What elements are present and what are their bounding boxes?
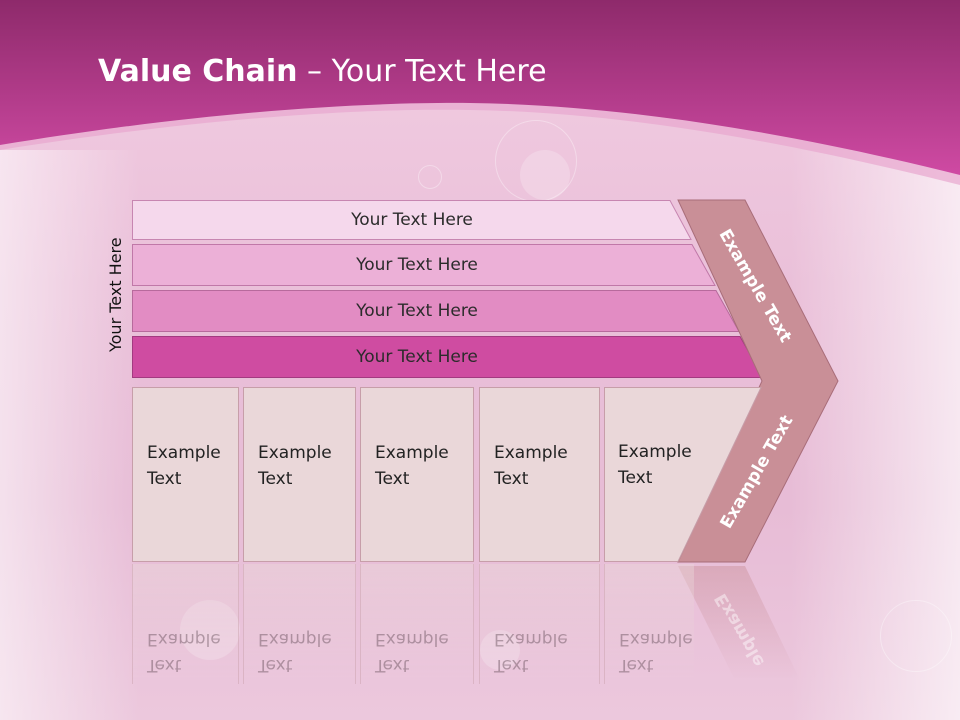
example-box-5: Example Text (604, 387, 764, 562)
bubble-decoration (180, 600, 240, 660)
bubble-decoration (480, 630, 520, 670)
box-line-1: Example (375, 443, 449, 463)
reflection-line-1: Example (375, 629, 449, 649)
row-shape (132, 200, 692, 240)
row-label: Your Text Here (351, 210, 473, 230)
example-box-4: Example Text (479, 387, 600, 562)
box-line-2: Text (147, 469, 182, 489)
value-row-1: Your Text Here (132, 200, 692, 240)
ring-decoration (880, 600, 952, 672)
reflection-line-2: Text (375, 655, 410, 675)
value-row-2: Your Text Here (132, 244, 716, 286)
box-shape (604, 387, 762, 562)
left-glow (0, 150, 140, 720)
value-row-4: Your Text Here (132, 336, 764, 378)
reflection-line-2: Text (494, 655, 529, 675)
row-shape (132, 244, 716, 286)
box-line-1: Example (147, 443, 221, 463)
box-line-2: Text (618, 468, 653, 488)
ring-decoration (418, 165, 442, 189)
box-reflection: Text Example (243, 564, 356, 684)
reflection-line-2: Text (619, 655, 654, 675)
box-line-1: Example (618, 442, 692, 462)
header-band (0, 0, 960, 185)
reflection-line-2: Text (147, 655, 182, 675)
row-label: Your Text Here (356, 255, 478, 275)
example-box-3: Example Text (360, 387, 474, 562)
title-rest: – Your Text Here (297, 54, 547, 89)
reflection-line-1: Example (258, 629, 332, 649)
value-row-3: Your Text Here (132, 290, 740, 332)
box-reflection: Text Example (360, 564, 474, 684)
reflection-line-1: Example (619, 629, 693, 649)
reflection-line-1: Example (494, 629, 568, 649)
box-line-2: Text (494, 469, 529, 489)
reflection-line-1: Example (147, 629, 221, 649)
box-reflection: Text Example (479, 564, 600, 684)
example-box-2: Example Text (243, 387, 356, 562)
row-label: Your Text Here (356, 347, 478, 367)
box-line-1: Example (258, 443, 332, 463)
slide-title: Value Chain – Your Text Here (98, 54, 547, 89)
title-bold: Value Chain (98, 54, 298, 89)
box-line-1: Example (494, 443, 568, 463)
box-reflection: Text Example (132, 564, 239, 684)
row-label: Your Text Here (356, 301, 478, 321)
box-line-2: Text (375, 469, 410, 489)
example-box-1: Example Text (132, 387, 239, 562)
reflection-line-2: Text (258, 655, 293, 675)
box-reflection: Text Example (604, 564, 694, 684)
box-line-2: Text (258, 469, 293, 489)
